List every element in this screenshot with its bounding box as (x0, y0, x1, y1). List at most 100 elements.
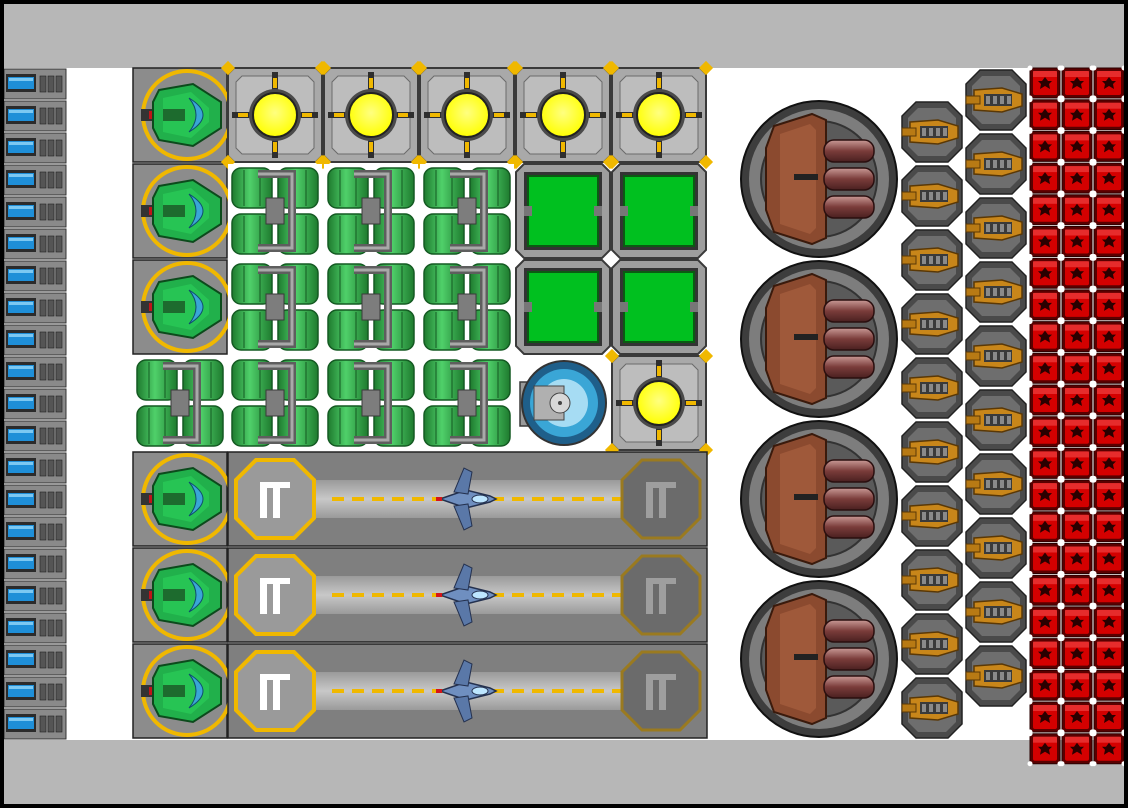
red-power-cell-icon[interactable] (1059, 414, 1095, 450)
blue-battery-cell-icon[interactable] (3, 68, 67, 100)
red-power-cell-icon[interactable] (1027, 192, 1063, 228)
red-power-cell-icon[interactable] (1027, 350, 1063, 386)
red-power-cell-icon[interactable] (1027, 128, 1063, 164)
brass-gun-turret-icon[interactable] (965, 325, 1027, 387)
blue-battery-cell-icon[interactable] (3, 580, 67, 612)
red-power-cell-icon[interactable] (1091, 509, 1127, 545)
red-power-cell-icon[interactable] (1027, 160, 1063, 196)
red-power-cell-icon[interactable] (1027, 667, 1063, 703)
red-power-cell-icon[interactable] (1091, 477, 1127, 513)
triple-cannon-turret-icon[interactable] (740, 580, 898, 738)
blue-battery-cell-icon[interactable] (3, 356, 67, 388)
red-power-cell-icon[interactable] (1091, 350, 1127, 386)
shield-generator-icon[interactable] (516, 356, 610, 450)
red-power-cell-icon[interactable] (1059, 319, 1095, 355)
green-turret-ship-icon[interactable] (132, 547, 233, 643)
brass-gun-turret-icon[interactable] (965, 645, 1027, 707)
brass-gun-turret-icon[interactable] (965, 517, 1027, 579)
red-power-cell-icon[interactable] (1059, 699, 1095, 735)
blue-battery-cell-icon[interactable] (3, 292, 67, 324)
green-landing-pad-icon[interactable] (611, 163, 707, 259)
yellow-reactor-core-icon[interactable] (604, 348, 714, 458)
blue-battery-cell-icon[interactable] (3, 644, 67, 676)
blue-battery-cell-icon[interactable] (3, 420, 67, 452)
red-power-cell-icon[interactable] (1027, 572, 1063, 608)
red-power-cell-icon[interactable] (1091, 572, 1127, 608)
triple-cannon-turret-icon[interactable] (740, 420, 898, 578)
brass-gun-turret-icon[interactable] (901, 165, 963, 227)
blue-battery-cell-icon[interactable] (3, 516, 67, 548)
red-power-cell-icon[interactable] (1059, 509, 1095, 545)
brass-gun-turret-icon[interactable] (901, 229, 963, 291)
green-pipe-block-icon[interactable] (420, 164, 514, 258)
green-pipe-block-icon[interactable] (324, 356, 418, 450)
red-power-cell-icon[interactable] (1091, 445, 1127, 481)
green-pipe-block-icon[interactable] (324, 164, 418, 258)
green-turret-ship-icon[interactable] (132, 67, 233, 163)
red-power-cell-icon[interactable] (1091, 604, 1127, 640)
red-power-cell-icon[interactable] (1091, 636, 1127, 672)
blue-battery-cell-icon[interactable] (3, 228, 67, 260)
red-power-cell-icon[interactable] (1027, 699, 1063, 735)
red-power-cell-icon[interactable] (1059, 382, 1095, 418)
green-landing-pad-icon[interactable] (515, 163, 611, 259)
green-landing-pad-icon[interactable] (611, 259, 707, 355)
red-power-cell-icon[interactable] (1027, 604, 1063, 640)
yellow-reactor-core-icon[interactable] (412, 60, 522, 170)
brass-gun-turret-icon[interactable] (901, 677, 963, 739)
brass-gun-turret-icon[interactable] (901, 101, 963, 163)
fighter-hangar-bay-icon[interactable] (227, 643, 708, 739)
brass-gun-turret-icon[interactable] (901, 613, 963, 675)
red-power-cell-icon[interactable] (1027, 287, 1063, 323)
brass-gun-turret-icon[interactable] (965, 261, 1027, 323)
green-turret-ship-icon[interactable] (132, 643, 233, 739)
brass-gun-turret-icon[interactable] (965, 197, 1027, 259)
red-power-cell-icon[interactable] (1027, 382, 1063, 418)
green-pipe-block-icon[interactable] (228, 164, 322, 258)
red-power-cell-icon[interactable] (1091, 382, 1127, 418)
red-power-cell-icon[interactable] (1059, 731, 1095, 767)
brass-gun-turret-icon[interactable] (901, 421, 963, 483)
blue-battery-cell-icon[interactable] (3, 196, 67, 228)
red-power-cell-icon[interactable] (1027, 731, 1063, 767)
red-power-cell-icon[interactable] (1059, 192, 1095, 228)
red-power-cell-icon[interactable] (1027, 97, 1063, 133)
blue-battery-cell-icon[interactable] (3, 484, 67, 516)
green-turret-ship-icon[interactable] (132, 451, 233, 547)
blue-battery-cell-icon[interactable] (3, 708, 67, 740)
red-power-cell-icon[interactable] (1091, 541, 1127, 576)
green-landing-pad-icon[interactable] (515, 259, 611, 355)
blue-battery-cell-icon[interactable] (3, 260, 67, 292)
red-power-cell-icon[interactable] (1091, 414, 1127, 450)
red-power-cell-icon[interactable] (1027, 65, 1063, 101)
red-power-cell-icon[interactable] (1027, 224, 1063, 259)
brass-gun-turret-icon[interactable] (965, 389, 1027, 451)
green-pipe-block-icon[interactable] (324, 260, 418, 354)
brass-gun-turret-icon[interactable] (965, 581, 1027, 643)
brass-gun-turret-icon[interactable] (901, 357, 963, 419)
blue-battery-cell-icon[interactable] (3, 164, 67, 196)
blue-battery-cell-icon[interactable] (3, 676, 67, 708)
blue-battery-cell-icon[interactable] (3, 548, 67, 580)
blue-battery-cell-icon[interactable] (3, 452, 67, 484)
brass-gun-turret-icon[interactable] (965, 453, 1027, 515)
blue-battery-cell-icon[interactable] (3, 388, 67, 420)
green-turret-ship-icon[interactable] (132, 259, 233, 355)
green-pipe-block-icon[interactable] (228, 356, 322, 450)
red-power-cell-icon[interactable] (1059, 445, 1095, 481)
red-power-cell-icon[interactable] (1059, 287, 1095, 323)
red-power-cell-icon[interactable] (1059, 572, 1095, 608)
red-power-cell-icon[interactable] (1027, 414, 1063, 450)
red-power-cell-icon[interactable] (1059, 128, 1095, 164)
fighter-hangar-bay-icon[interactable] (227, 451, 708, 547)
green-pipe-block-icon[interactable] (420, 356, 514, 450)
green-pipe-block-icon[interactable] (420, 260, 514, 354)
blue-battery-cell-icon[interactable] (3, 612, 67, 644)
triple-cannon-turret-icon[interactable] (740, 260, 898, 418)
fighter-hangar-bay-icon[interactable] (227, 547, 708, 643)
blue-battery-cell-icon[interactable] (3, 100, 67, 132)
red-power-cell-icon[interactable] (1027, 445, 1063, 481)
red-power-cell-icon[interactable] (1059, 65, 1095, 101)
brass-gun-turret-icon[interactable] (901, 549, 963, 611)
green-pipe-block-icon[interactable] (133, 356, 227, 450)
